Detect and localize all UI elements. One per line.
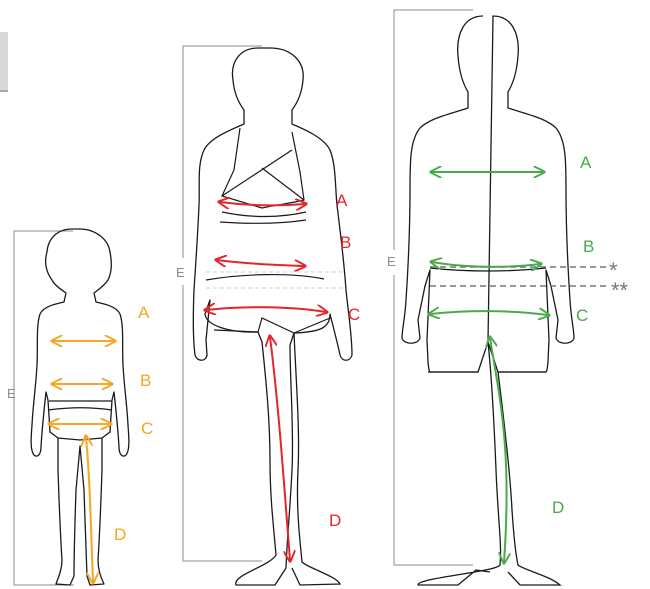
man-marker-double: ** (611, 278, 629, 303)
woman-height-frame (183, 46, 262, 561)
woman-measure-b-arrow (217, 260, 304, 266)
man-height-frame (394, 10, 473, 565)
child-label-c: C (141, 419, 153, 438)
woman-label-b: B (340, 233, 351, 252)
woman-label-d: D (329, 511, 341, 530)
child-figure: A B C D E (7, 229, 153, 585)
woman-label-e: E (176, 265, 185, 280)
man-label-d: D (552, 498, 564, 517)
woman-label-c: C (348, 305, 360, 324)
woman-figure: A B C D E (176, 46, 360, 585)
child-label-d: D (114, 525, 126, 544)
man-figure: A B C D E * ** (387, 10, 629, 585)
man-measure-b-arrow (432, 262, 540, 267)
man-label-b: B (583, 237, 594, 256)
man-label-a: A (580, 153, 592, 172)
child-label-a: A (138, 303, 150, 322)
woman-label-a: A (336, 191, 348, 210)
woman-measure-c-arrow (206, 307, 326, 312)
man-body-outline (402, 16, 574, 585)
corner-block (0, 32, 8, 90)
child-label-e: E (7, 386, 16, 401)
child-label-b: B (140, 371, 151, 390)
woman-body-outline (193, 48, 352, 585)
man-label-e: E (387, 254, 396, 269)
man-label-c: C (576, 306, 588, 325)
